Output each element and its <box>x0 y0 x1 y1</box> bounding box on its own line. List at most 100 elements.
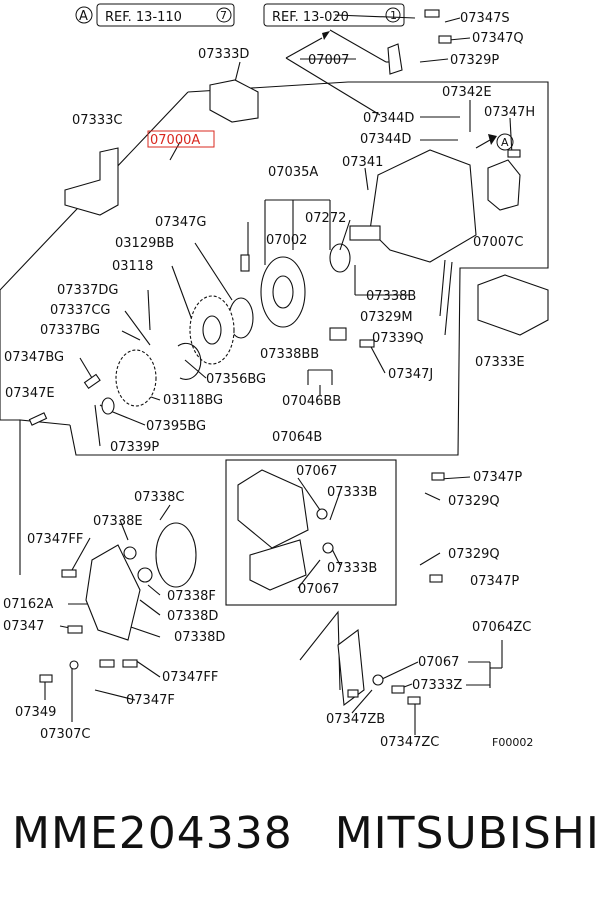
cover-07064b <box>237 469 309 549</box>
label-07347: 07347 <box>3 619 44 634</box>
label-07067-1: 07067 <box>296 464 337 479</box>
bolt-07347g <box>240 254 250 272</box>
label-07347j: 07347J <box>388 367 433 382</box>
bolt-07347bg <box>83 373 101 390</box>
label-07344d-2: 07344D <box>360 132 411 147</box>
label-07162a: 07162A <box>3 597 53 612</box>
brand-name: MITSUBISHI <box>334 808 600 859</box>
label-07337bg: 07337BG <box>40 323 100 338</box>
label-07347s: 07347S <box>460 11 510 26</box>
label-07347zb: 07347ZB <box>326 712 385 727</box>
ref-box-13-110: A REF. 13-110 7 <box>75 3 235 27</box>
label-07347q: 07347Q <box>472 31 524 46</box>
label-07347ff-2: 07347FF <box>162 670 218 685</box>
ref-text-2: REF. 13-020 <box>272 10 349 25</box>
bracket-07007c <box>487 159 521 211</box>
label-07338e: 07338E <box>93 514 143 529</box>
sensor-07046bb <box>329 327 347 341</box>
label-07007: 07007 <box>308 53 349 68</box>
ref-arrow-head <box>322 31 330 40</box>
label-07067-3: 07067 <box>418 655 459 670</box>
label-07347bg: 07347BG <box>4 350 64 365</box>
label-07333c: 07333C <box>72 113 122 128</box>
label-07333e: 07333E <box>475 355 525 370</box>
label-07064b: 07064B <box>272 430 322 445</box>
label-07333d: 07333D <box>198 47 249 62</box>
highlight-box <box>147 130 215 148</box>
label-07347g: 07347G <box>155 215 206 230</box>
label-07347h: 07347H <box>484 105 535 120</box>
label-07329q-2: 07329Q <box>448 547 500 562</box>
label-07007c: 07007C <box>473 235 523 250</box>
label-03118: 03118 <box>112 259 153 274</box>
ref-letter-2: A <box>501 136 509 149</box>
label-07338d-2: 07338D <box>174 630 225 645</box>
label-07333b-1: 07333B <box>327 485 377 500</box>
label-07337cg: 07337CG <box>50 303 111 318</box>
bracket-07064zc <box>337 628 365 707</box>
label-07395bg: 07395BG <box>146 419 206 434</box>
label-07002: 07002 <box>266 233 307 248</box>
part-number: MME204338 <box>12 808 293 859</box>
label-07347e: 07347E <box>5 386 55 401</box>
label-07333z: 07333Z <box>412 678 462 693</box>
o-ring-07338b <box>329 243 351 273</box>
injection-pump-body <box>369 149 477 263</box>
label-07338c: 07338C <box>134 490 184 505</box>
label-07339p: 07339P <box>110 440 159 455</box>
bolt-07347h <box>507 149 521 158</box>
label-07338f: 07338F <box>167 589 216 604</box>
bolt-07347e <box>28 412 48 426</box>
main-assembly-outline <box>0 91 189 421</box>
label-07035a: 07035A <box>268 165 318 180</box>
label-07344d-1: 07344D <box>363 111 414 126</box>
snap-ring-07356bg <box>177 342 202 380</box>
bracket-07007 <box>387 43 403 75</box>
bolt-07347s <box>424 9 440 18</box>
bracket-outline <box>299 610 341 691</box>
label-07347p-2: 07347P <box>470 574 519 589</box>
label-07349: 07349 <box>15 705 56 720</box>
label-07333b-2: 07333B <box>327 561 377 576</box>
bolt-07347q <box>438 35 452 44</box>
label-07347f: 07347F <box>126 693 175 708</box>
main-assembly-boundary <box>69 81 549 456</box>
label-03129bb: 03129BB <box>115 236 174 251</box>
label-07338d-1: 07338D <box>167 609 218 624</box>
ref-circle-1: 7 <box>220 9 227 22</box>
bracket-07333c <box>64 147 119 216</box>
label-07347ff-1: 07347FF <box>27 532 83 547</box>
cover-group-box <box>225 459 397 606</box>
label-07339q: 07339Q <box>372 331 424 346</box>
label-07337dg: 07337DG <box>57 283 118 298</box>
figure-code: F00002 <box>492 736 533 749</box>
ref-arrow-head <box>488 134 497 145</box>
label-07329p: 07329P <box>450 53 499 68</box>
bolt-07347j <box>359 339 375 348</box>
label-03118bg: 03118BG <box>163 393 223 408</box>
bracket-07162a <box>85 544 141 641</box>
label-07347p-1: 07347P <box>473 470 522 485</box>
label-07272: 07272 <box>305 211 346 226</box>
label-07338b: 07338B <box>366 289 416 304</box>
label-07046bb: 07046BB <box>282 394 341 409</box>
ref-circle-2: 1 <box>390 9 397 22</box>
label-07067-2: 07067 <box>298 582 339 597</box>
exploded-parts-diagram: A REF. 13-110 7 REF. 13-020 1 A <box>0 3 549 750</box>
ref-text-1: REF. 13-110 <box>105 10 182 25</box>
label-07307c: 07307C <box>40 727 90 742</box>
label-07347zc: 07347ZC <box>380 735 439 750</box>
label-07064zc: 07064ZC <box>472 620 531 635</box>
cover-07067 <box>249 539 307 591</box>
ref-box-13-020: REF. 13-020 1 <box>263 3 405 27</box>
pump-subassembly-outline <box>19 419 71 575</box>
o-ring-07338c <box>155 522 197 588</box>
label-07342e: 07342E <box>442 85 492 100</box>
label-07000a: 07000A <box>150 133 200 148</box>
gear-03118bg <box>115 349 157 407</box>
ref-letter: A <box>79 9 88 24</box>
block-07333e <box>477 274 549 336</box>
block-07333d <box>209 79 259 123</box>
label-07329m: 07329M <box>360 310 413 325</box>
label-07329q-1: 07329Q <box>448 494 500 509</box>
